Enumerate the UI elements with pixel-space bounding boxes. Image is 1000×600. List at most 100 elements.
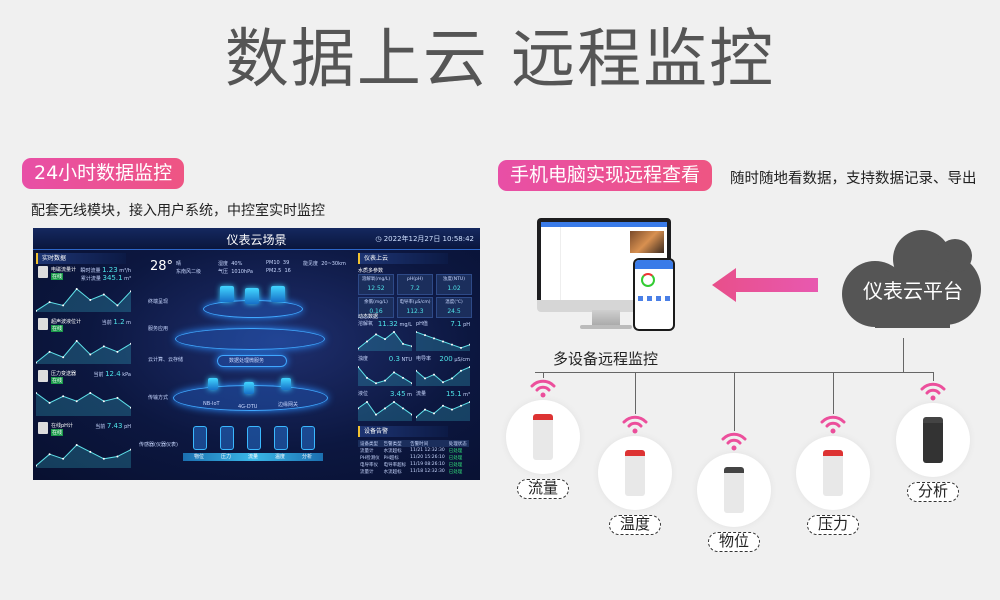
alarm-cell: 水流超标	[383, 448, 402, 454]
dynamic-label: 液位	[358, 391, 369, 397]
sparkline-point	[442, 404, 444, 407]
device-3[interactable]	[796, 436, 870, 510]
param-name: 余氯(mg/L)	[364, 300, 388, 305]
alarm-cell: 电导率仪	[360, 462, 378, 468]
sparkline-point	[116, 350, 119, 353]
meter-status: 在线	[51, 429, 64, 436]
alarm-cell: 已处理	[448, 462, 463, 468]
alarm-cell: 流量计	[360, 469, 374, 475]
sparkline-point	[375, 333, 377, 336]
device-0[interactable]	[506, 400, 580, 474]
sparkline-point	[130, 342, 131, 345]
sparkline-point	[130, 290, 131, 293]
transport-label: 4G-DTU	[238, 404, 258, 410]
sparkline-point	[402, 342, 404, 345]
sparkline	[36, 288, 131, 312]
dynamic-label: pH值	[416, 321, 428, 327]
monitoring-badge: 24小时数据监控	[22, 158, 185, 189]
sparkline-point	[393, 401, 395, 403]
sparkline-point	[384, 338, 386, 341]
transport-label: NB-IoT	[203, 401, 220, 407]
sparkline-point	[433, 337, 435, 340]
meter-unit: kPa	[122, 372, 131, 378]
meter-unit: m³	[124, 276, 131, 282]
wifi-icon	[721, 432, 747, 451]
transport-node	[281, 378, 291, 390]
meter-name: 压力变送器	[51, 371, 77, 377]
dashboard-datetime: ◷ 2022年12月27日 10:58:42	[375, 235, 474, 243]
dashboard-screenshot: 仪表云场景 ◷ 2022年12月27日 10:58:42 实时数据 电磁流量计 …	[33, 228, 480, 480]
dynamic-chart: 液位 3.45 m	[358, 390, 412, 423]
dynamic-value: 3.45	[389, 390, 406, 398]
meter-value: 1.23	[102, 266, 118, 274]
layer-label: 云计算、云存储	[148, 357, 184, 363]
water-param-cell: 温度(℃)24.5	[436, 297, 472, 318]
sparkline-point	[36, 309, 37, 312]
alarm-cell: 11/21 12:32:30	[410, 448, 445, 453]
sparkline-point	[89, 298, 92, 301]
pm10-label: PM10	[266, 260, 280, 266]
dynamic-label: 溶解氧	[358, 321, 374, 327]
alarm-col: 告警类型	[383, 441, 402, 447]
alarm-cell: 流量计	[360, 448, 374, 454]
device-label: 温度	[609, 515, 661, 535]
meter-icon	[38, 422, 48, 434]
sensor-label: 压力	[221, 454, 232, 460]
wifi-icon	[530, 379, 556, 398]
remote-view-badge: 手机电脑实现远程查看	[498, 160, 713, 191]
sparkline-point	[89, 353, 92, 356]
sparkline-area	[416, 367, 470, 386]
alarm-cell: PH超标	[383, 455, 399, 461]
device-4[interactable]	[896, 403, 970, 477]
remote-view-subtitle: 随时随地看数据，支持数据记录、导出	[730, 171, 977, 187]
sensor-label: 分析	[302, 454, 313, 460]
connector-line	[635, 372, 636, 414]
sparkline-point	[36, 464, 37, 467]
cloud-platform-label: 仪表云平台	[863, 279, 963, 303]
sparkline	[36, 340, 131, 364]
water-param-cell: 浊度(NTU)1.02	[436, 274, 472, 295]
sparkline-point	[75, 444, 78, 446]
device-image	[625, 450, 645, 496]
multi-device-label: 多设备远程监控	[553, 350, 659, 368]
param-name: 溶解氧(mg/L)	[361, 277, 391, 282]
dynamic-unit: m	[407, 392, 412, 398]
phone-icons	[638, 296, 670, 301]
right-panel-header: 仪表上云	[358, 253, 448, 264]
visibility-value: 20~30km	[321, 261, 346, 267]
arrow-left-icon	[712, 268, 818, 302]
sparkline-area	[36, 393, 131, 416]
sensor-platform	[183, 453, 323, 461]
humidity-value: 40%	[231, 261, 243, 267]
meter-item[interactable]: 压力变送器 在线 当前 12.4 kPa	[36, 370, 131, 420]
meter-item[interactable]: 超声波液位计 在线 当前 1.2 m	[36, 318, 131, 368]
meter-item[interactable]: 在线pH计 在线 当前 7.43 pH	[36, 422, 131, 472]
sparkline-point	[366, 401, 368, 403]
meter-label: 当前	[101, 320, 112, 326]
meter-item[interactable]: 电磁流量计 在线 瞬时流量 1.23 m³/h 累计流量 345.1 m³	[36, 266, 131, 316]
sparkline-point	[411, 413, 412, 416]
sparkline-point	[116, 396, 119, 399]
sparkline-area	[358, 367, 412, 386]
param-value: 1.02	[447, 285, 461, 292]
sparkline-point	[442, 340, 444, 343]
param-value: 0.16	[369, 308, 383, 315]
device-1[interactable]	[598, 436, 672, 510]
meter-value: 7.43	[106, 422, 123, 430]
sparkline-point	[102, 293, 105, 296]
device-2[interactable]	[697, 453, 771, 527]
sparkline-point	[102, 345, 105, 348]
sparkline-point	[102, 457, 105, 460]
alarm-cell: 已处理	[448, 455, 463, 461]
app-photo	[630, 231, 664, 253]
sensor-device-icon	[301, 426, 315, 450]
dynamic-value: 7.1	[450, 320, 462, 328]
water-param-cell: 溶解氧(mg/L)12.52	[358, 274, 394, 295]
sparkline-point	[460, 369, 462, 372]
sparkline-point	[375, 382, 377, 385]
